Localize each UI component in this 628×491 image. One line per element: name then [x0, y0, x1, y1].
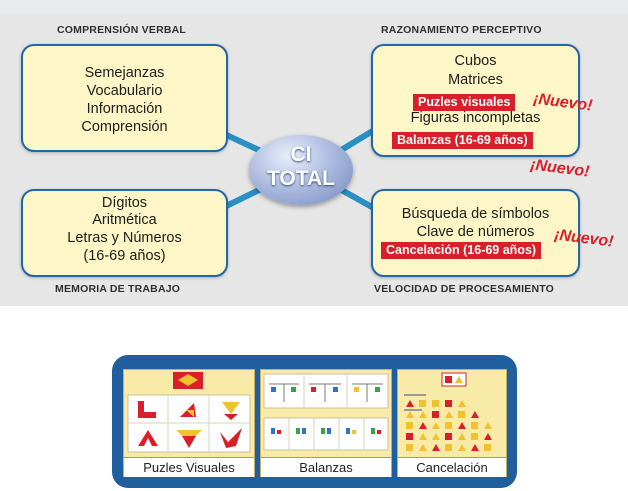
speed-caption: VELOCIDAD DE PROCESAMIENTO — [374, 283, 555, 295]
cancel-shape — [419, 433, 427, 440]
cancel-shape — [406, 400, 414, 407]
card-caption: Balanzas — [261, 457, 391, 477]
cancel-shape — [445, 400, 452, 407]
verbal-caption: COMPRENSIÓN VERBAL — [57, 24, 187, 36]
perceptual-item: Cubos — [454, 53, 497, 69]
memory-item: (16-69 años) — [83, 248, 166, 264]
cancel-shape — [471, 422, 478, 429]
cancel-shape — [471, 444, 479, 451]
puzzle-pieces-icon — [124, 370, 254, 456]
memory-box: Dígitos Aritmética Letras y Números (16-… — [21, 189, 228, 277]
verbal-item: Información — [86, 101, 163, 117]
center-label-total: TOTAL — [266, 167, 336, 190]
speed-box: Búsqueda de símbolos Clave de números — [371, 189, 580, 277]
shapes-grid-icon — [398, 370, 506, 456]
perceptual-item: Matrices — [448, 72, 503, 88]
new-badge-puzles-visuales: Puzles visuales — [413, 94, 516, 111]
cancel-shape — [458, 444, 466, 451]
example-card-puzles: Puzles Visuales — [123, 369, 255, 477]
new-badge-cancelacion: Cancelación (16-69 años) — [381, 242, 542, 259]
cancel-shape — [406, 411, 414, 418]
cancel-shape — [484, 433, 492, 440]
cancel-shape — [419, 444, 427, 451]
cancel-shape — [484, 422, 492, 429]
speed-item: Clave de números — [416, 224, 535, 240]
cancel-shape — [406, 444, 413, 451]
cancel-shape — [471, 411, 479, 418]
cancel-shape — [445, 433, 452, 440]
perceptual-caption: RAZONAMIENTO PERCEPTIVO — [381, 24, 542, 36]
cancel-shape — [445, 411, 453, 418]
cancel-shape — [445, 444, 452, 451]
verbal-item: Vocabulario — [86, 83, 163, 99]
card-caption: Cancelación — [398, 457, 506, 477]
cancel-shape — [432, 400, 439, 407]
cancel-shape — [432, 433, 440, 440]
cancel-shape — [406, 422, 413, 429]
cancel-shape — [471, 433, 478, 440]
cancel-shape — [458, 411, 465, 418]
total-iq-ellipse — [249, 135, 353, 205]
cancel-shape — [484, 444, 491, 451]
card-caption: Puzles Visuales — [124, 457, 254, 477]
cancel-shape — [419, 411, 427, 418]
balance-scale-icon — [261, 370, 391, 456]
memory-caption: MEMORIA DE TRABAJO — [55, 283, 181, 295]
memory-item: Dígitos — [101, 195, 148, 211]
cancel-shape — [419, 400, 426, 407]
cancel-shape — [458, 433, 466, 440]
verbal-item: Semejanzas — [84, 65, 165, 81]
example-card-balanzas: Balanzas — [260, 369, 392, 477]
cancel-shape — [432, 422, 440, 429]
memory-item: Letras y Números — [67, 230, 182, 246]
center-label-ci: CI — [290, 143, 312, 166]
verbal-item: Comprensión — [81, 119, 168, 135]
verbal-box: Semejanzas Vocabulario Información Compr… — [21, 44, 228, 152]
examples-panel: Puzles Visuales — [112, 355, 517, 488]
cancel-shape — [458, 400, 466, 407]
cancel-shape — [445, 422, 452, 429]
cancel-shape — [458, 422, 466, 429]
cancel-shape — [419, 422, 427, 429]
cancel-shape — [432, 411, 439, 418]
perceptual-item: Figuras incompletas — [410, 110, 541, 126]
example-card-cancelacion: Cancelación — [397, 369, 507, 477]
speed-item: Búsqueda de símbolos — [401, 206, 550, 222]
new-badge-balanzas: Balanzas (16-69 años) — [392, 132, 533, 149]
memory-item: Aritmética — [92, 212, 157, 228]
cancel-shape — [432, 444, 440, 451]
cancel-shape — [406, 433, 413, 440]
